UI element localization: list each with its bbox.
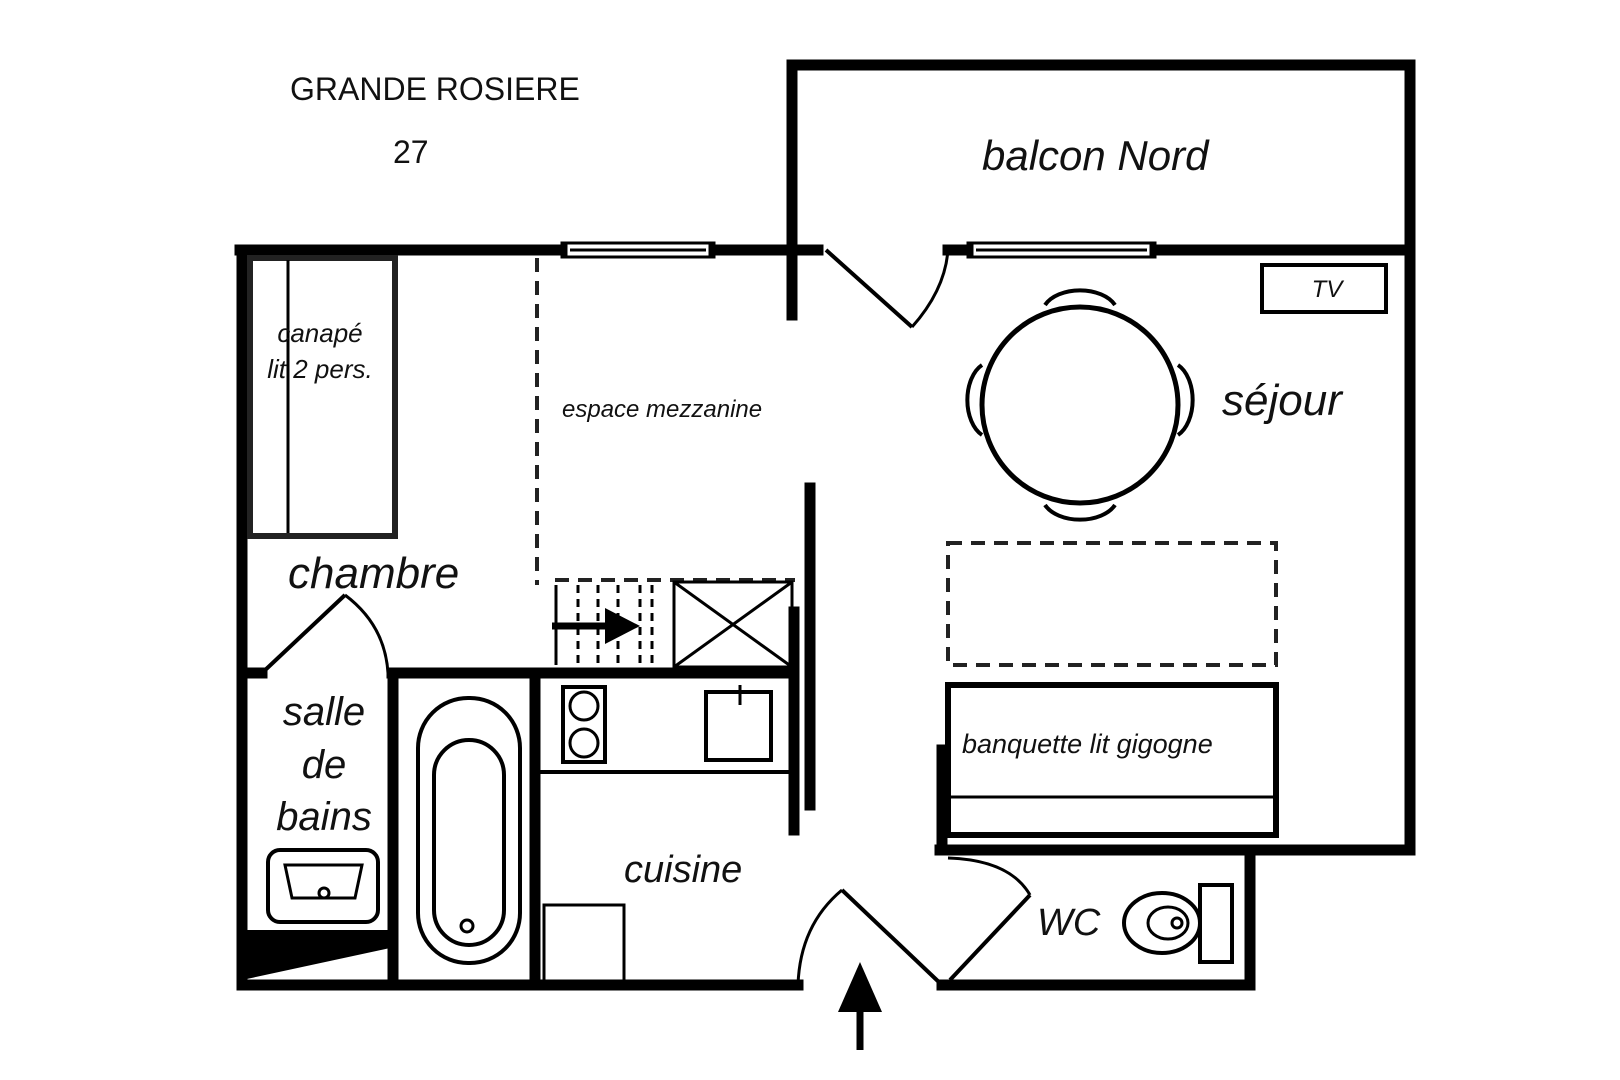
entrance-arrow-icon: [838, 962, 882, 1050]
label-cuisine: cuisine: [624, 849, 742, 891]
kitchen: [540, 685, 790, 985]
bathtub: [416, 696, 522, 965]
windows: [560, 241, 1157, 259]
sink: [266, 848, 380, 924]
dining-table: [965, 288, 1195, 522]
label-banquette: banquette lit gigogne: [962, 729, 1213, 759]
label-mezzanine: espace mezzanine: [562, 396, 762, 423]
plan-title: GRANDE ROSIERE: [290, 71, 580, 107]
banquette-extension: [946, 541, 1278, 667]
toilet: [1122, 883, 1234, 964]
label-canape-2: lit 2 pers.: [267, 354, 373, 384]
label-sdb-2: de: [302, 743, 347, 787]
label-sdb-3: bains: [276, 795, 372, 839]
doors: [260, 248, 1032, 987]
label-canape: canapé: [277, 318, 362, 348]
label-sdb-1: salle: [283, 690, 365, 734]
mezzanine-outline: [535, 258, 795, 669]
wall-corner: [242, 930, 390, 980]
banquette: [945, 682, 1279, 838]
label-tv: TV: [1312, 276, 1345, 303]
tv: TV: [1260, 263, 1388, 314]
canape-lit: [247, 255, 398, 539]
stair-arrow-icon: [552, 608, 640, 644]
label-chambre: chambre: [288, 549, 459, 598]
label-sejour: séjour: [1222, 376, 1344, 425]
walls: [234, 59, 1416, 991]
label-balcon: balcon Nord: [982, 132, 1210, 179]
label-wc: WC: [1037, 902, 1101, 944]
plan-number: 27: [393, 134, 429, 170]
